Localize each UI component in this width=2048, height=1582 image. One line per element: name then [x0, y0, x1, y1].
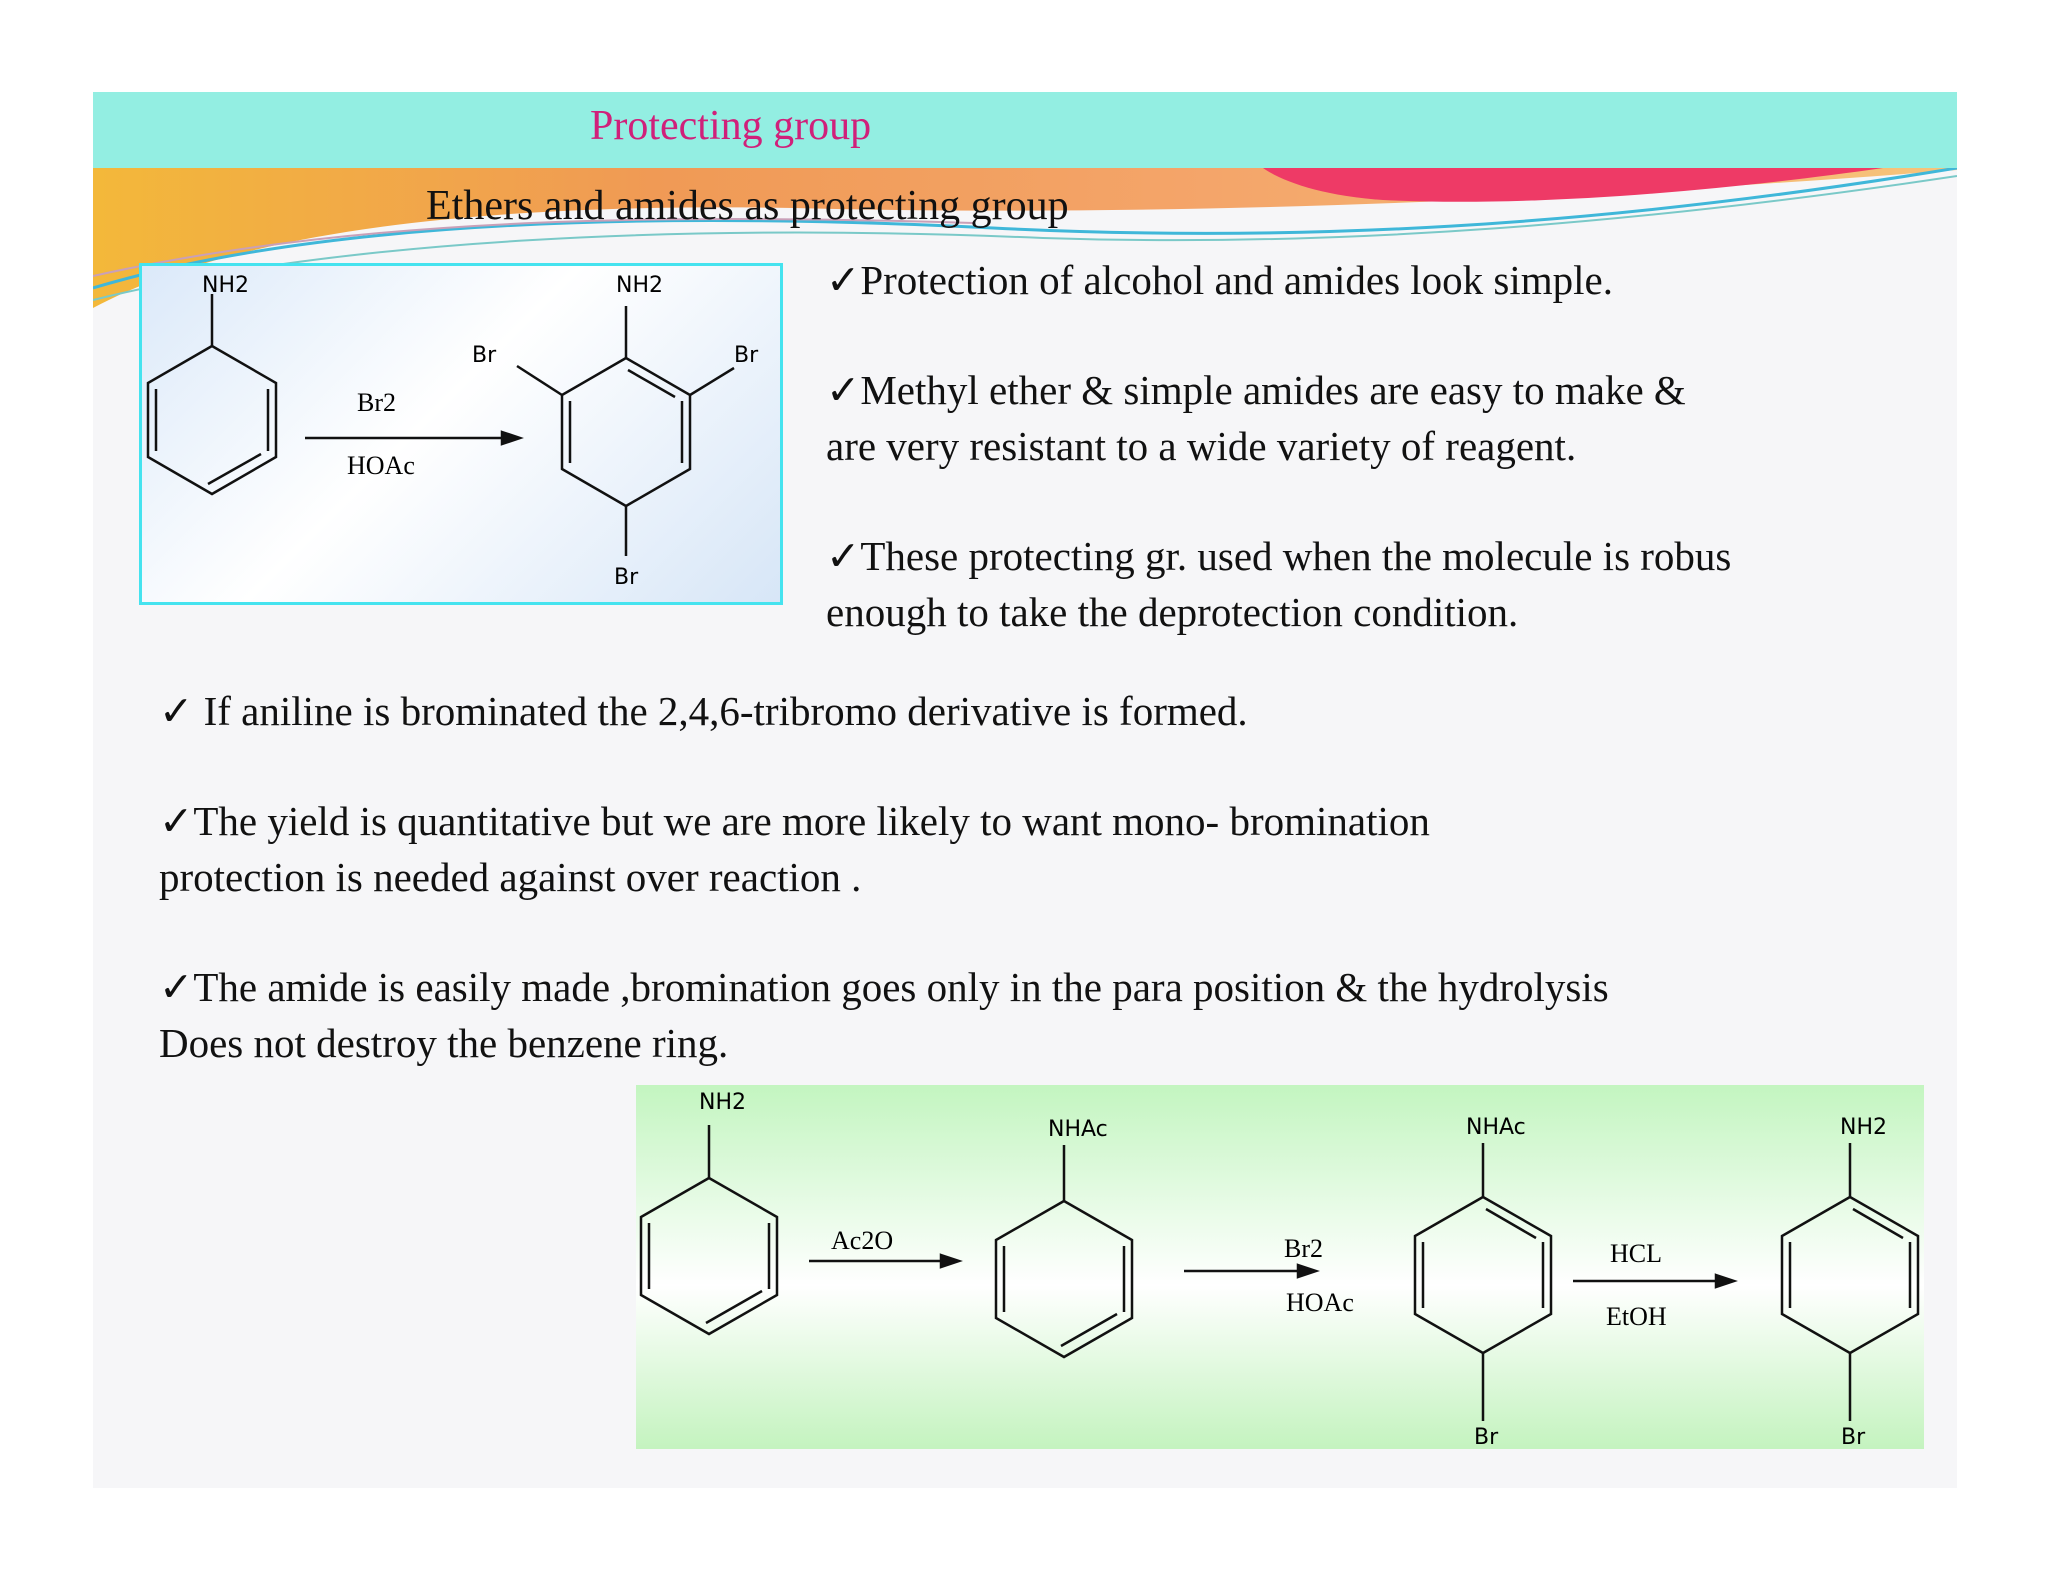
start-amine-label: NH2 [202, 273, 249, 298]
step2-amide-label: NHAc [1048, 1117, 1108, 1142]
reagent-bottom-label: HOAc [347, 451, 415, 480]
bromine-bottom-label: Br [614, 565, 639, 590]
bullet-methyl-ether-cont: are very resistant to a wide variety of … [826, 423, 1577, 469]
bullet-amide-easily-made-cont: Does not destroy the benzene ring. [159, 1020, 729, 1066]
title-bar: Protecting group [93, 92, 1957, 168]
slide: Protecting group Ethers and amides as pr… [93, 92, 1957, 1488]
bullet-yield-quantitative: ✓The yield is quantitative but we are mo… [159, 798, 1430, 844]
slide-subtitle: Ethers and amides as protecting group [426, 183, 1069, 229]
bromine-left-label: Br [472, 343, 497, 368]
step3-bromine-label: Br [1474, 1425, 1499, 1449]
bromination-bottom-label: HOAc [1286, 1288, 1354, 1317]
protection-sequence-scheme: NH2 Ac2O NHAc Br2 HOAc NHAc Br HCL EtOH … [639, 1090, 1920, 1450]
bullet-amide-easily-made: ✓The amide is easily made ,bromination g… [159, 964, 1609, 1010]
protection-sequence-diagram: NH2 Ac2O NHAc Br2 HOAc NHAc Br HCL EtOH … [636, 1085, 1924, 1450]
step4-bromine-label: Br [1841, 1425, 1866, 1449]
bromination-top-label: Br2 [1284, 1234, 1323, 1263]
bullet-aniline-brominated: ✓ If aniline is brominated the 2,4,6-tri… [159, 688, 1248, 734]
bullet-robust-molecule: ✓These protecting gr. used when the mole… [826, 533, 1732, 579]
bullet-protection-simple: ✓Protection of alcohol and amides look s… [826, 257, 1614, 303]
reagent-top-label: Br2 [357, 388, 396, 417]
bullet-robust-molecule-cont: enough to take the deprotection conditio… [826, 589, 1519, 635]
hydrolysis-bottom-label: EtOH [1606, 1302, 1667, 1331]
tribromination-scheme: NH2 NH2 Br2 HOAc Br Br Br [146, 273, 759, 590]
acetylation-reagent-label: Ac2O [831, 1226, 893, 1255]
tribromination-diagram: NH2 NH2 Br2 HOAc Br Br Br [139, 263, 783, 605]
slide-title: Protecting group [590, 103, 872, 149]
bullet-methyl-ether: ✓Methyl ether & simple amides are easy t… [826, 367, 1686, 413]
bromine-right-label: Br [734, 343, 759, 368]
hydrolysis-top-label: HCL [1610, 1239, 1662, 1268]
decorative-swoosh [93, 168, 1957, 308]
bullet-yield-quantitative-cont: protection is needed against over reacti… [159, 854, 862, 900]
step3-amide-label: NHAc [1466, 1115, 1526, 1140]
step4-amine-label: NH2 [1840, 1115, 1887, 1140]
product-amine-label: NH2 [616, 273, 663, 298]
step1-amine-label: NH2 [699, 1090, 746, 1115]
